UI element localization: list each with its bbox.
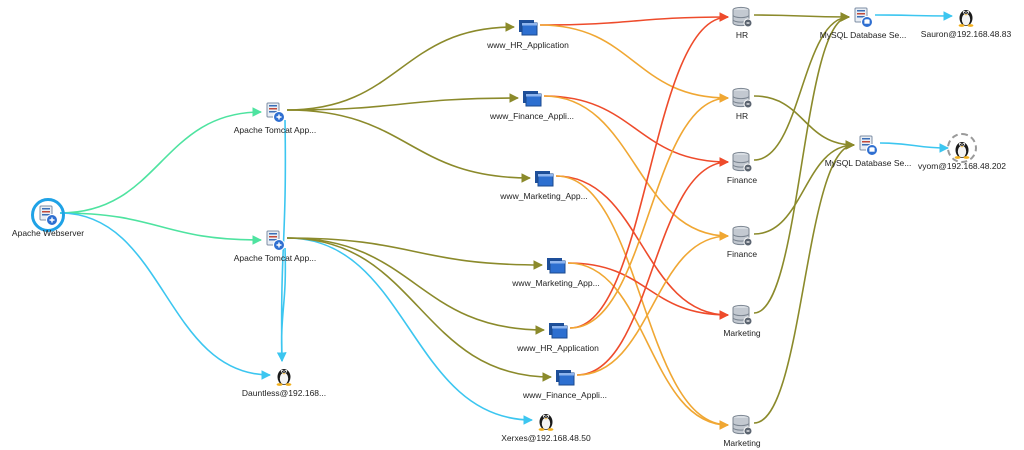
node-label: Apache Tomcat App...: [233, 125, 317, 135]
node-label: HR: [735, 111, 749, 121]
database-icon[interactable]: [730, 86, 754, 110]
node-label: Apache Tomcat App...: [233, 253, 317, 263]
node-label: www_Finance_Appli...: [522, 390, 608, 400]
database-icon[interactable]: [730, 224, 754, 248]
edge-www_finance_2-to-db_finance_2[interactable]: [576, 231, 729, 376]
node-label: www_HR_Application: [517, 343, 599, 353]
linux-icon[interactable]: [954, 4, 978, 28]
edge-tomcat_1-to-www_marketing_1[interactable]: [286, 109, 531, 183]
edge-www_marketing_2-to-db_marketing_1[interactable]: [567, 262, 729, 320]
node-label: Marketing: [723, 328, 761, 338]
edge-tomcat_2-to-dauntless[interactable]: [276, 247, 287, 362]
database-icon[interactable]: [730, 150, 754, 174]
edge-db_marketing_2-to-mysql_2[interactable]: [753, 140, 855, 424]
linux-icon[interactable]: [950, 136, 974, 160]
application-icon[interactable]: [546, 318, 570, 342]
selection-ring: [31, 198, 65, 232]
node-label: www_Finance_Appli...: [489, 111, 575, 121]
node-label: Finance: [726, 249, 758, 259]
node-label: vyom@192.168.48.202: [917, 161, 1007, 171]
edge-www_finance_2-to-db_finance_1[interactable]: [576, 157, 729, 376]
database-server-icon[interactable]: [851, 5, 875, 29]
node-label: Marketing: [723, 438, 761, 448]
application-icon[interactable]: [520, 86, 544, 110]
edge-apache_webserver-to-tomcat_1[interactable]: [59, 107, 262, 214]
database-icon[interactable]: [730, 413, 754, 437]
node-label: Finance: [726, 175, 758, 185]
node-label: Xerxes@192.168.48.50: [501, 433, 591, 443]
edge-tomcat_2-to-www_hr_2[interactable]: [286, 237, 545, 335]
edge-mysql_2-to-vyom[interactable]: [879, 142, 949, 153]
application-icon[interactable]: [544, 253, 568, 277]
node-label: www_HR_Application: [487, 40, 569, 50]
edge-www_finance_1-to-db_finance_2[interactable]: [543, 95, 729, 241]
highlight-ring: [947, 133, 977, 163]
edge-mysql_1-to-sauron[interactable]: [874, 11, 953, 21]
application-icon[interactable]: [553, 365, 577, 389]
linux-icon[interactable]: [534, 408, 558, 432]
edge-apache_webserver-to-dauntless[interactable]: [59, 212, 271, 380]
edge-www_hr_1-to-db_hr_2[interactable]: [539, 24, 729, 103]
app-server-icon[interactable]: [263, 100, 287, 124]
node-label: MySQL Database Se...: [824, 158, 912, 168]
application-icon[interactable]: [516, 15, 540, 39]
node-label: Dauntless@192.168...: [241, 388, 327, 398]
edge-www_hr_2-to-db_hr_1[interactable]: [569, 12, 729, 329]
edge-db_hr_2-to-mysql_2[interactable]: [753, 95, 855, 150]
database-icon[interactable]: [730, 303, 754, 327]
edge-www_marketing_1-to-db_marketing_2[interactable]: [555, 175, 729, 430]
webserver-icon[interactable]: [36, 203, 60, 227]
database-icon[interactable]: [730, 5, 754, 29]
edge-tomcat_2-to-www_finance_2[interactable]: [286, 237, 552, 382]
edge-tomcat_1-to-www_finance_1[interactable]: [286, 93, 519, 111]
edge-db_hr_1-to-mysql_1[interactable]: [753, 12, 850, 22]
edge-www_hr_2-to-db_hr_2[interactable]: [569, 93, 729, 329]
app-server-icon[interactable]: [263, 228, 287, 252]
edge-tomcat_2-to-xerxes[interactable]: [286, 237, 533, 425]
edge-tomcat_1-to-www_hr_1[interactable]: [286, 22, 515, 111]
node-label: Sauron@192.168.48.83: [920, 29, 1012, 39]
node-label: MySQL Database Se...: [819, 30, 907, 40]
edge-www_marketing_2-to-db_marketing_2[interactable]: [567, 262, 729, 430]
application-icon[interactable]: [532, 166, 556, 190]
edge-db_finance_1-to-mysql_1[interactable]: [753, 12, 850, 161]
edge-db_finance_2-to-mysql_2[interactable]: [753, 140, 855, 235]
edge-www_marketing_1-to-db_marketing_1[interactable]: [555, 175, 729, 320]
edge-www_finance_1-to-db_finance_1[interactable]: [543, 95, 729, 167]
edge-www_hr_1-to-db_hr_1[interactable]: [539, 12, 729, 26]
linux-icon[interactable]: [272, 363, 296, 387]
edge-tomcat_2-to-www_marketing_2[interactable]: [286, 237, 543, 270]
edge-apache_webserver-to-tomcat_2[interactable]: [59, 212, 262, 245]
node-label: Apache Webserver: [11, 228, 85, 238]
node-label: HR: [735, 30, 749, 40]
edge-db_marketing_1-to-mysql_1[interactable]: [753, 12, 850, 314]
node-label: www_Marketing_App...: [512, 278, 600, 288]
node-label: www_Marketing_App...: [500, 191, 588, 201]
database-server-icon[interactable]: [856, 133, 880, 157]
